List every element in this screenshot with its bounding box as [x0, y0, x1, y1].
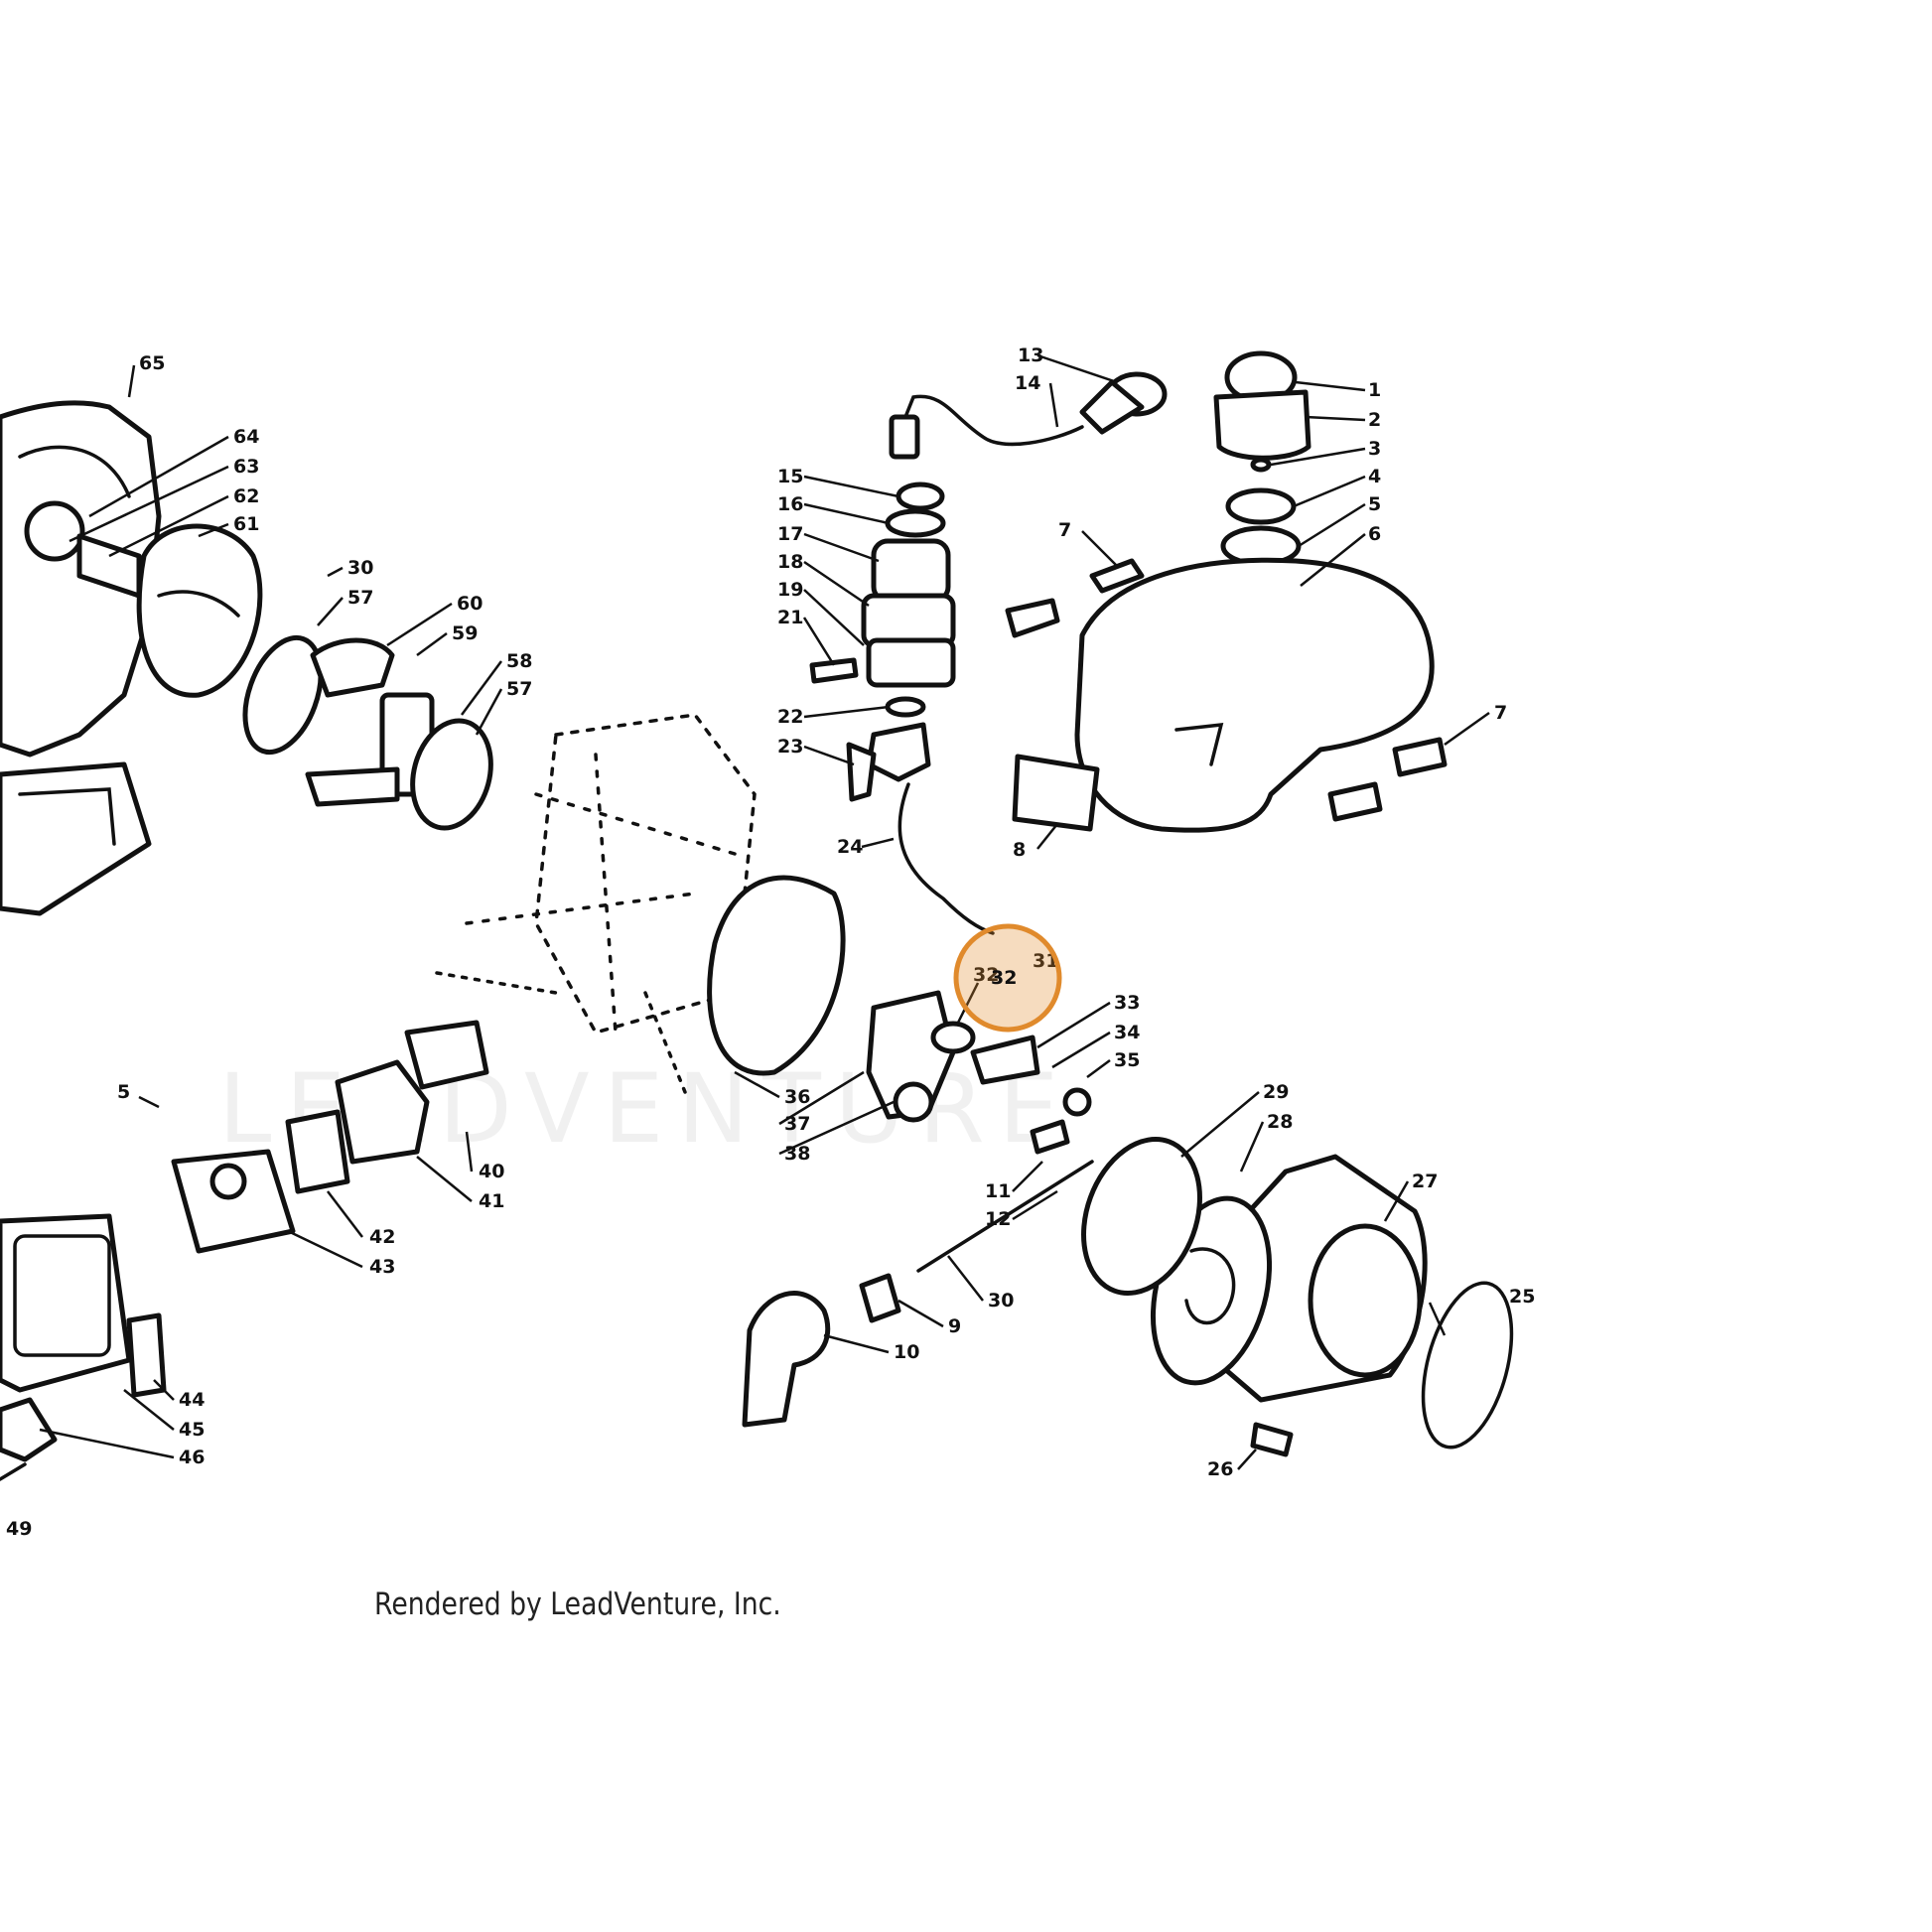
- callout-label: 24: [837, 836, 863, 858]
- recoil-starter-assembly: [742, 1119, 1514, 1457]
- callout-label: 40: [479, 1161, 504, 1182]
- callout-label: 4: [1368, 466, 1381, 487]
- callout-label: 62: [233, 485, 259, 507]
- callout-label: 23: [777, 736, 803, 758]
- callout-label: 57: [347, 587, 373, 609]
- callout-label: 33: [1114, 992, 1140, 1014]
- callout-label: 18: [777, 551, 803, 573]
- callout-label: 26: [1207, 1458, 1233, 1480]
- crankcase-sketch: [435, 713, 757, 1094]
- ignition-module: [866, 990, 1092, 1123]
- callout-label: 13: [1018, 345, 1043, 366]
- callout-label: 59: [452, 622, 478, 644]
- callout-label: 25: [1509, 1286, 1535, 1308]
- callout-label: 36: [784, 1086, 810, 1108]
- callout-label: 44: [179, 1389, 205, 1411]
- callout-label: 8: [1013, 839, 1026, 861]
- callout-label: 5: [117, 1081, 130, 1103]
- callout-labels: 65 64 63 62 61 30 57 60 59 58 57 5 40 41…: [6, 345, 1535, 1540]
- callout-label: 3: [1368, 438, 1381, 460]
- callout-label: 63: [233, 456, 259, 478]
- callout-label: 30: [988, 1290, 1014, 1311]
- callout-label: 29: [1263, 1081, 1289, 1103]
- callout-label: 42: [369, 1226, 395, 1248]
- callout-label: 7: [1494, 702, 1507, 724]
- callout-label: 46: [179, 1447, 205, 1468]
- callout-label: 1: [1368, 379, 1381, 401]
- callout-label: 16: [777, 493, 803, 515]
- callout-label: 43: [369, 1256, 395, 1278]
- callout-label: 28: [1267, 1111, 1293, 1133]
- callout-label: 27: [1412, 1171, 1438, 1192]
- callout-label: 37: [784, 1113, 810, 1135]
- fuel-line-assembly: [809, 371, 1168, 935]
- engine-housing-assembly: [0, 400, 493, 916]
- callout-label: 19: [777, 579, 803, 601]
- callout-label: 15: [777, 466, 803, 487]
- highlight-ring: [953, 923, 1062, 1033]
- callout-label: 32: [973, 964, 999, 986]
- callout-label: 17: [777, 523, 803, 545]
- callout-label: 65: [139, 352, 165, 374]
- callout-label: 38: [784, 1143, 810, 1165]
- callout-label: 12: [985, 1208, 1011, 1230]
- callout-label: 6: [1368, 523, 1381, 545]
- callout-label: 9: [948, 1315, 961, 1337]
- callout-label: 57: [506, 678, 532, 700]
- callout-label: 49: [6, 1518, 32, 1540]
- fuel-tank-assembly: [1005, 350, 1448, 833]
- callout-label: 14: [1015, 372, 1040, 394]
- callout-label: 5: [1368, 493, 1381, 515]
- callout-label: 2: [1368, 409, 1381, 431]
- callout-label: 7: [1058, 519, 1071, 541]
- callout-label: 60: [457, 593, 483, 615]
- callout-label: 21: [777, 607, 803, 628]
- callout-label: 45: [179, 1419, 205, 1441]
- credit-text: Rendered by LeadVenture, Inc.: [374, 1587, 781, 1622]
- callout-label: 22: [777, 706, 803, 728]
- carburetor-assembly: [0, 1020, 489, 1481]
- callout-label: 64: [233, 426, 259, 448]
- callout-label: 10: [894, 1341, 919, 1363]
- callout-label: 11: [985, 1180, 1011, 1202]
- gasket-36: [707, 875, 846, 1076]
- callout-label: 35: [1114, 1049, 1140, 1071]
- callout-label: 41: [479, 1190, 504, 1212]
- callout-label: 58: [506, 650, 532, 672]
- callout-label: 30: [347, 557, 373, 579]
- callout-label: 34: [1114, 1022, 1140, 1043]
- highlighted-callout-32: 32: [991, 967, 1017, 989]
- callout-label: 61: [233, 513, 259, 535]
